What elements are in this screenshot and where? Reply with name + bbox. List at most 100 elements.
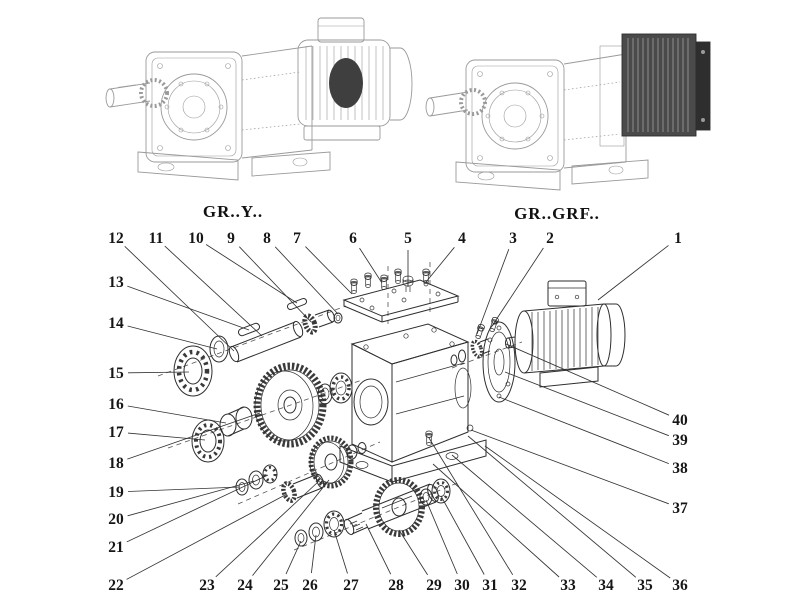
motor-flange <box>482 321 516 403</box>
cover-bolts <box>350 268 430 294</box>
callout-number-1: 1 <box>674 230 682 247</box>
callout-number-40: 40 <box>672 412 688 429</box>
callout-number-32: 32 <box>511 577 527 594</box>
leader-line-24 <box>252 479 330 576</box>
leader-line-15 <box>127 371 190 374</box>
callout-number-38: 38 <box>672 460 688 477</box>
callout-number-14: 14 <box>108 315 124 332</box>
callout-number-7: 7 <box>293 230 301 247</box>
callout-number-3: 3 <box>509 230 517 247</box>
callout-number-34: 34 <box>598 577 614 594</box>
oil-seal <box>209 335 229 363</box>
callout-number-39: 39 <box>672 432 688 449</box>
callout-number-35: 35 <box>637 577 653 594</box>
callout-number-15: 15 <box>108 365 124 382</box>
callout-number-37: 37 <box>672 500 688 517</box>
output-left-rings <box>294 522 324 547</box>
grf-dark-cover <box>621 33 697 137</box>
leader-line-33 <box>432 463 560 578</box>
leader-line-19 <box>127 486 241 492</box>
leader-line-36 <box>484 445 671 579</box>
second-stage-gear <box>308 435 367 489</box>
output-right-parts <box>419 478 451 506</box>
callout-number-5: 5 <box>404 230 412 247</box>
spacer-bushing <box>219 406 253 437</box>
leader-line-32 <box>428 437 514 576</box>
leader-line-22 <box>126 493 288 580</box>
leader-line-2 <box>491 247 544 327</box>
housing-cover <box>342 279 460 323</box>
leader-line-1 <box>597 245 669 301</box>
ball-bearing-upper <box>173 345 213 397</box>
callout-number-17: 17 <box>108 424 124 441</box>
leader-line-29 <box>398 529 428 576</box>
leader-line-34 <box>451 454 598 578</box>
leader-line-3 <box>476 249 510 335</box>
assembled-view-gr-grf <box>425 33 711 191</box>
leader-line-23 <box>215 481 319 578</box>
callout-number-8: 8 <box>263 230 271 247</box>
leader-line-16 <box>127 405 227 424</box>
leader-line-40 <box>505 343 670 416</box>
callout-number-19: 19 <box>108 484 124 501</box>
motor-shaded-area <box>329 58 363 108</box>
leader-line-8 <box>274 246 339 315</box>
exploded-view <box>157 262 626 551</box>
callout-number-13: 13 <box>108 274 124 291</box>
leader-line-12 <box>124 245 235 352</box>
leader-line-31 <box>440 495 485 575</box>
leader-line-21 <box>126 474 269 543</box>
callout-number-36: 36 <box>672 577 688 594</box>
electric-motor <box>505 280 626 388</box>
leader-line-6 <box>359 247 383 284</box>
leader-lines <box>124 244 671 580</box>
callout-number-4: 4 <box>458 230 466 247</box>
output-shaft <box>343 483 439 536</box>
leader-line-28 <box>365 523 392 575</box>
callout-number-12: 12 <box>108 230 124 247</box>
callout-number-33: 33 <box>560 577 576 594</box>
leader-line-20 <box>127 480 255 517</box>
gearbox-housing <box>339 323 487 483</box>
leader-line-7 <box>305 246 353 295</box>
leader-line-39 <box>504 371 669 437</box>
callout-number-30: 30 <box>454 577 470 594</box>
callout-number-25: 25 <box>273 577 289 594</box>
output-left-bearing <box>323 510 345 538</box>
callout-number-2: 2 <box>546 230 554 247</box>
model-label-gr-grf: GR..GRF.. <box>514 204 600 223</box>
output-gear <box>373 477 425 537</box>
leader-line-10 <box>205 244 298 304</box>
callout-number-10: 10 <box>188 230 204 247</box>
callout-number-20: 20 <box>108 511 124 528</box>
leader-line-11 <box>164 245 263 337</box>
leader-line-4 <box>425 247 455 283</box>
model-label-gr-y: GR..Y.. <box>202 202 264 221</box>
large-helical-gear <box>253 362 327 448</box>
leader-line-35 <box>467 435 637 578</box>
leader-line-13 <box>127 285 250 331</box>
callout-number-11: 11 <box>149 230 164 247</box>
leader-line-17 <box>127 432 206 441</box>
callout-number-18: 18 <box>108 455 124 472</box>
leader-line-37 <box>470 429 669 505</box>
callout-number-28: 28 <box>388 577 404 594</box>
leader-line-25 <box>285 540 302 575</box>
callout-number-31: 31 <box>482 577 498 594</box>
motor-pinion-parts <box>450 338 491 366</box>
leader-line-26 <box>310 534 317 574</box>
callout-number-22: 22 <box>108 577 124 594</box>
callout-number-27: 27 <box>343 577 359 594</box>
callout-number-24: 24 <box>237 577 253 594</box>
leader-line-9 <box>238 246 312 323</box>
shaft-keys <box>237 297 308 337</box>
leader-line-18 <box>127 412 261 460</box>
callout-number-16: 16 <box>108 396 124 413</box>
gear-side-rings <box>317 372 353 405</box>
callout-number-21: 21 <box>108 539 124 556</box>
callout-number-29: 29 <box>426 577 442 594</box>
leader-line-30 <box>425 499 458 575</box>
